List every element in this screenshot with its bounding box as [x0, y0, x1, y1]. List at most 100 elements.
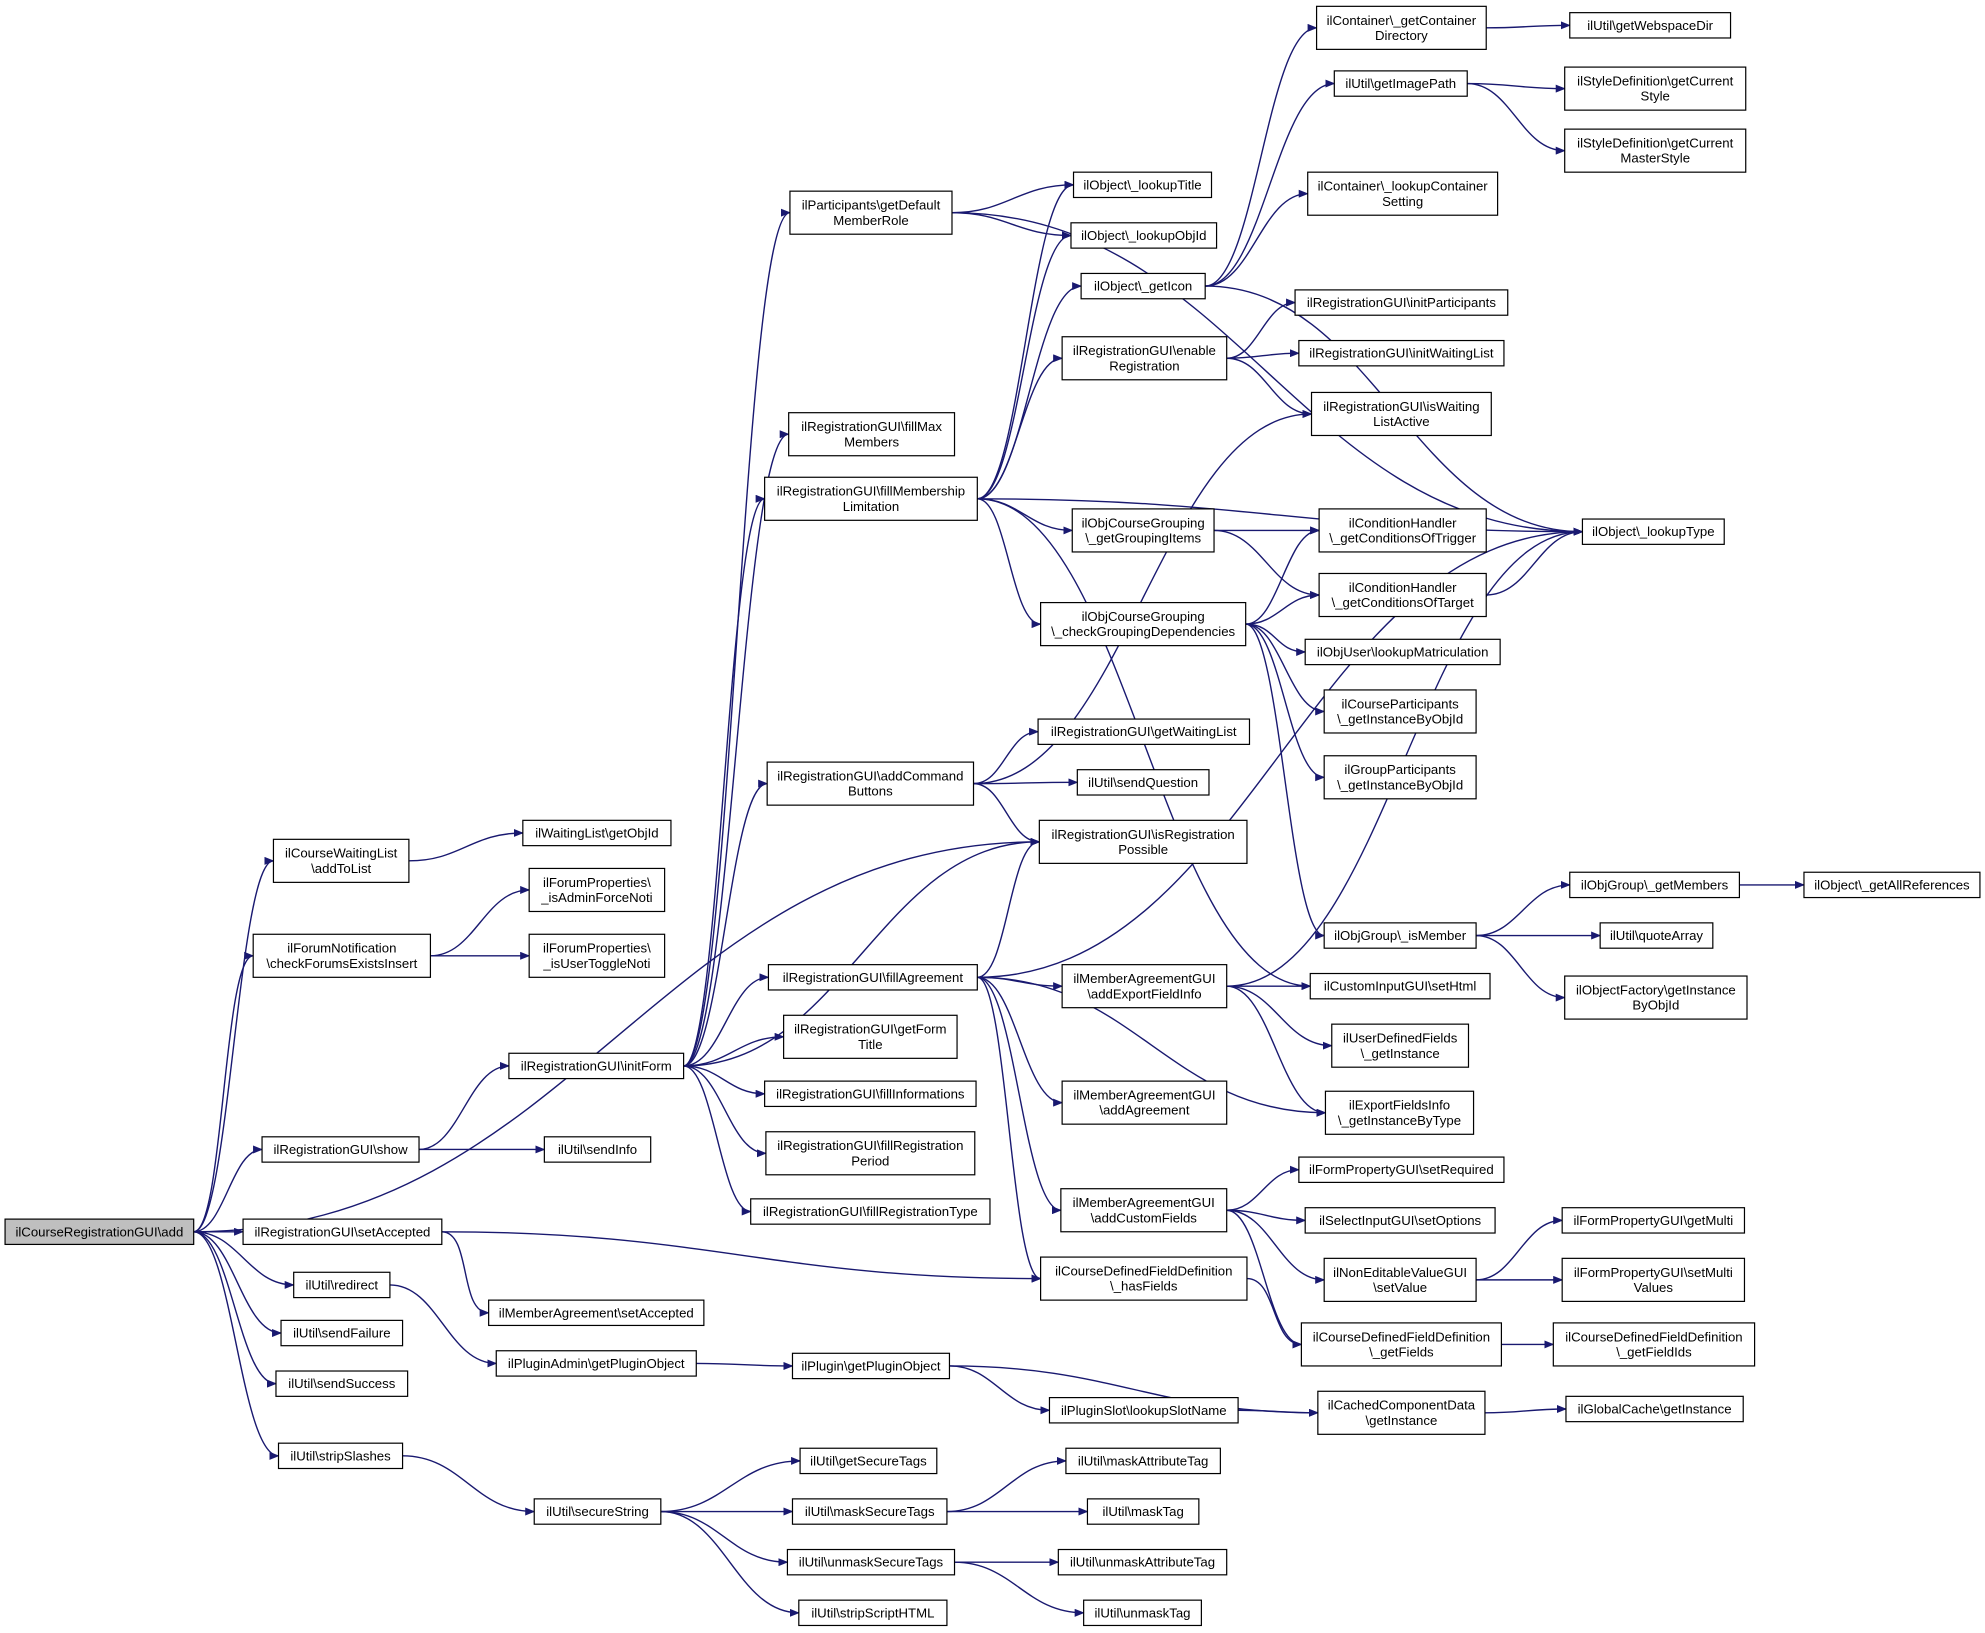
node-label: ilContainer\_getContainer [1327, 13, 1477, 28]
node-nev_setValue[interactable]: ilNonEditableValueGUI\setValue [1323, 1257, 1477, 1302]
node-label: ilUtil\stripSlashes [290, 1448, 391, 1463]
node-u_quoteArray[interactable]: ilUtil\quoteArray [1599, 922, 1714, 949]
node-rg_show[interactable]: ilRegistrationGUI\show [261, 1136, 420, 1163]
node-ef_getInstance[interactable]: ilExportFieldsInfo\_getInstanceByType [1324, 1090, 1475, 1135]
node-root[interactable]: ilCourseRegistrationGUI\add [4, 1218, 195, 1246]
node-rg_fillInfo[interactable]: ilRegistrationGUI\fillInformations [764, 1080, 977, 1108]
node-rg_fillRegType[interactable]: ilRegistrationGUI\fillRegistrationType [750, 1198, 991, 1225]
node-u_sendFailure[interactable]: ilUtil\sendFailure [280, 1319, 404, 1347]
node-box [1304, 638, 1501, 666]
node-o_lookupObjId[interactable]: ilObject\_lookupObjId [1070, 222, 1218, 249]
node-ci_setHtml[interactable]: ilCustomInputGUI\setHtml [1309, 972, 1491, 1000]
node-rg_fillAgreement[interactable]: ilRegistrationGUI\fillAgreement [767, 964, 978, 991]
node-cp_getInstance[interactable]: ilCourseParticipants\_getInstanceByObjId [1323, 689, 1477, 734]
edge-cg_checkGrouping-to-ch_target [1245, 591, 1321, 625]
node-mag_addCustom[interactable]: ilMemberAgreementGUI\addCustomFields [1060, 1188, 1228, 1233]
node-udf_getInstance[interactable]: ilUserDefinedFields\_getInstance [1331, 1023, 1470, 1068]
node-box [1803, 871, 1981, 899]
node-u_sendSuccess[interactable]: ilUtil\sendSuccess [275, 1370, 409, 1397]
node-label: _isAdminForceNoti [540, 890, 652, 905]
edge-pa_getPluginObject-to-p_getPluginObject [696, 1361, 794, 1370]
node-fn_check[interactable]: ilForumNotification\checkForumsExistsIns… [252, 933, 432, 978]
node-wl_addToList[interactable]: ilCourseWaitingList\addToList [272, 838, 410, 883]
node-u_maskTag[interactable]: ilUtil\maskTag [1086, 1498, 1200, 1525]
node-cg_checkGrouping[interactable]: ilObjCourseGrouping\_checkGroupingDepend… [1040, 601, 1247, 647]
node-fp_user[interactable]: ilForumProperties\_isUserToggleNoti [528, 933, 666, 978]
node-ccd_getInstance[interactable]: ilCachedComponentData\getInstance [1317, 1390, 1486, 1435]
node-pa_getPluginObject[interactable]: ilPluginAdmin\getPluginObject [495, 1350, 697, 1377]
edge-u_secureString-to-u_stripScript [660, 1510, 800, 1617]
node-rg_initParticipants[interactable]: ilRegistrationGUI\initParticipants [1294, 289, 1509, 316]
node-ps_lookupSlot[interactable]: ilPluginSlot\lookupSlotName [1048, 1397, 1239, 1424]
node-o_lookupTitle[interactable]: ilObject\_lookupTitle [1072, 171, 1213, 199]
node-rg_initWaiting[interactable]: ilRegistrationGUI\initWaitingList [1298, 339, 1505, 367]
node-cdf_hasFields[interactable]: ilCourseDefinedFieldDefinition\_hasField… [1040, 1256, 1248, 1301]
node-label: ilUtil\maskSecureTags [805, 1504, 935, 1519]
node-label: ilMemberAgreementGUI [1073, 1195, 1215, 1210]
node-box [280, 1319, 404, 1347]
node-rg_setAccepted[interactable]: ilRegistrationGUI\setAccepted [242, 1218, 443, 1246]
node-of_getInstance[interactable]: ilObjectFactory\getInstanceByObjId [1564, 975, 1748, 1020]
node-cdf_getFields[interactable]: ilCourseDefinedFieldDefinition\_getField… [1300, 1322, 1503, 1367]
node-label: ilRegistrationGUI\show [273, 1142, 408, 1157]
node-ma_setAccepted[interactable]: ilMemberAgreement\setAccepted [488, 1299, 705, 1327]
node-rg_getWaiting[interactable]: ilRegistrationGUI\getWaitingList [1037, 718, 1251, 745]
node-u_unmaskSecureTags[interactable]: ilUtil\unmaskSecureTags [786, 1548, 956, 1576]
node-rg_fillMembership[interactable]: ilRegistrationGUI\fillMembershipLimitati… [764, 476, 978, 521]
node-fpg_setRequired[interactable]: ilFormPropertyGUI\setRequired [1298, 1156, 1505, 1183]
node-label: ilObjGroup\_isMember [1334, 928, 1467, 943]
node-ch_trigger[interactable]: ilConditionHandler\_getConditionsOfTrigg… [1318, 508, 1487, 553]
node-ch_target[interactable]: ilConditionHandler\_getConditionsOfTarge… [1318, 572, 1487, 618]
node-o_getAllRefs[interactable]: ilObject\_getAllReferences [1803, 871, 1981, 899]
node-wl_getObjId[interactable]: ilWaitingList\getObjId [522, 819, 672, 847]
node-o_lookupType[interactable]: ilObject\_lookupType [1581, 518, 1725, 545]
node-ou_lookupMatric[interactable]: ilObjUser\lookupMatriculation [1304, 638, 1501, 666]
node-u_stripSlashes[interactable]: ilUtil\stripSlashes [277, 1442, 404, 1470]
node-u_getImagePath[interactable]: ilUtil\getImagePath [1333, 70, 1468, 97]
node-u_unmaskAttr[interactable]: ilUtil\unmaskAttributeTag [1057, 1548, 1228, 1576]
node-p_getPluginObject[interactable]: ilPlugin\getPluginObject [791, 1352, 951, 1380]
node-u_maskSecureTags[interactable]: ilUtil\maskSecureTags [791, 1498, 948, 1525]
edge-ps_lookupSlot-to-ccd_getInstance [1238, 1408, 1319, 1417]
node-fp_admin[interactable]: ilForumProperties\_isAdminForceNoti [528, 867, 666, 913]
node-u_maskAttr[interactable]: ilUtil\maskAttributeTag [1065, 1447, 1221, 1475]
node-og_isMember[interactable]: ilObjGroup\_isMember [1323, 922, 1477, 949]
node-cdf_getFieldIds[interactable]: ilCourseDefinedFieldDefinition\_getField… [1552, 1322, 1756, 1367]
node-u_getWebspace[interactable]: ilUtil\getWebspaceDir [1569, 12, 1732, 39]
node-si_setOptions[interactable]: ilSelectInputGUI\setOptions [1304, 1207, 1496, 1234]
node-gp_getInstance[interactable]: ilGroupParticipants\_getInstanceByObjId [1323, 755, 1477, 800]
node-label: Registration [1109, 358, 1179, 373]
node-rg_initForm[interactable]: ilRegistrationGUI\initForm [508, 1052, 685, 1080]
node-u_secureString[interactable]: ilUtil\secureString [533, 1498, 662, 1525]
edge-o_getIcon-to-c_lookupSetting [1205, 189, 1309, 287]
node-mag_addAgreement[interactable]: ilMemberAgreementGUI\addAgreement [1061, 1080, 1228, 1125]
node-o_getIcon[interactable]: ilObject\_getIcon [1080, 272, 1206, 300]
node-u_stripScript[interactable]: ilUtil\stripScriptHTML [798, 1599, 948, 1627]
node-fpg_getMulti[interactable]: ilFormPropertyGUI\getMulti [1561, 1207, 1746, 1234]
node-gc_getInstance[interactable]: ilGlobalCache\getInstance [1565, 1395, 1744, 1423]
node-label: ilObject\_getAllReferences [1814, 877, 1970, 892]
node-u_redirect[interactable]: ilUtil\redirect [293, 1271, 391, 1299]
node-mag_addExport[interactable]: ilMemberAgreementGUI\addExportFieldInfo [1061, 964, 1228, 1009]
node-u_unmaskTag[interactable]: ilUtil\unmaskTag [1083, 1599, 1202, 1627]
node-u_sendInfo[interactable]: ilUtil\sendInfo [543, 1136, 652, 1163]
node-box [1564, 128, 1747, 173]
node-og_getMembers[interactable]: ilObjGroup\_getMembers [1569, 871, 1741, 899]
node-u_getSecureTags[interactable]: ilUtil\getSecureTags [799, 1447, 938, 1475]
node-u_sendQuestion[interactable]: ilUtil\sendQuestion [1076, 769, 1210, 796]
edge-pt_getDefault-to-o_lookupTitle [951, 180, 1075, 214]
node-cg_getGrouping[interactable]: ilObjCourseGrouping\_getGroupingItems [1071, 508, 1215, 553]
